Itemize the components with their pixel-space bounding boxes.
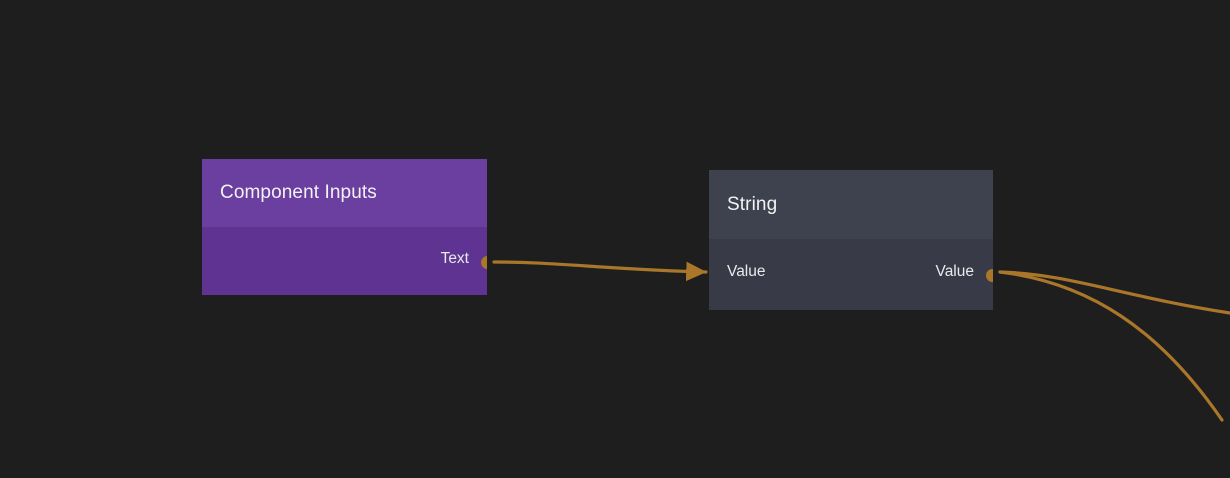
node-body-string: Value Value [709, 239, 993, 310]
node-header-component-inputs[interactable]: Component Inputs [202, 159, 487, 227]
port-row-value: Value Value [709, 263, 993, 281]
node-component-inputs[interactable]: Component Inputs Text [202, 159, 487, 295]
node-string[interactable]: String Value Value [709, 170, 993, 310]
node-title: String [727, 193, 778, 215]
port-label-value-input: Value [727, 263, 766, 280]
edge-value-out-lower [998, 270, 1224, 422]
node-title: Component Inputs [220, 182, 377, 203]
port-label-value-output: Value [935, 263, 975, 280]
node-header-string[interactable]: String [709, 170, 993, 239]
node-body-component-inputs: Text [202, 227, 487, 295]
edge-value-out-upper [998, 270, 1230, 315]
port-dot-value-output[interactable] [986, 269, 993, 282]
port-label-text-output: Text [440, 250, 469, 267]
port-dot-text-output[interactable] [481, 256, 487, 269]
port-row-text: Text [202, 250, 487, 268]
edge-text-to-value [492, 260, 708, 282]
